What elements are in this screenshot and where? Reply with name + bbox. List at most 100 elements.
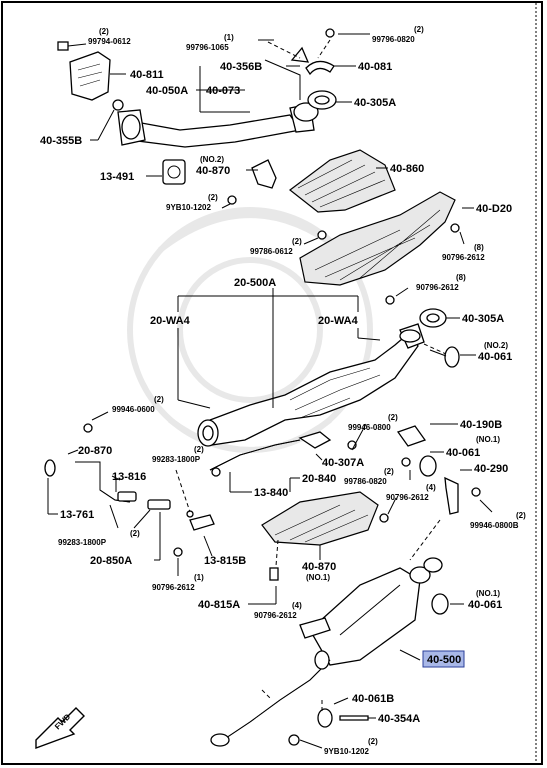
highlight-box-40-500[interactable] xyxy=(422,650,465,668)
part-label-90796-2612: 90796-2612 xyxy=(442,253,485,262)
qty-label: (1) xyxy=(194,573,204,582)
qty-label: (2) xyxy=(384,467,394,476)
qty-label: (2) xyxy=(414,25,424,34)
part-label-13-840: 13-840 xyxy=(254,487,288,499)
part-label-40-307A: 40-307A xyxy=(322,457,364,469)
qty-label: (2) xyxy=(388,413,398,422)
bracket-40-290 xyxy=(444,476,481,515)
part-label-9YB10-1202: 9YB10-1202 xyxy=(166,203,211,212)
qty-label: (2) xyxy=(130,529,140,538)
part-label-99946-0800: 99946-0800 xyxy=(348,423,391,432)
hose-13-815B xyxy=(186,510,215,531)
pipe-20-840 xyxy=(173,439,301,557)
part-label-20-870: 20-870 xyxy=(78,445,112,457)
air-pipe-20-870 xyxy=(44,423,131,503)
part-label-40-811: 40-811 xyxy=(130,69,164,81)
part-label-13-761: 13-761 xyxy=(60,509,94,521)
bracket-40-190B xyxy=(396,425,427,467)
nut-9YB10-1202-bottom xyxy=(288,734,300,746)
part-label-20-840: 20-840 xyxy=(302,473,336,485)
part-label-40-305A: 40-305A xyxy=(462,313,504,325)
part-label-40-870: 40-870 xyxy=(196,165,230,177)
part-label-40-354A: 40-354A xyxy=(378,713,420,725)
main-silencer-40-500 xyxy=(210,557,443,747)
part-label-40-061B: 40-061B xyxy=(352,693,394,705)
heat-shield-40-D20 xyxy=(299,191,460,305)
part-label-99786-0820: 99786-0820 xyxy=(344,477,387,486)
qty-label: (2) xyxy=(368,737,378,746)
part-label-40-073: 40-073 xyxy=(206,85,240,97)
part-label-40-355B: 40-355B xyxy=(40,135,82,147)
part-label-20-500A: 20-500A xyxy=(234,277,276,289)
part-label-99946-0600: 99946-0600 xyxy=(112,405,155,414)
part-label-13-815B: 13-815B xyxy=(204,555,246,567)
no2-label: (NO.2) xyxy=(200,155,224,164)
part-label-40-860: 40-860 xyxy=(390,163,424,175)
part-label-40-081: 40-081 xyxy=(358,61,392,73)
part-label-40-870: 40-870 xyxy=(302,561,336,573)
part-label-40-500: 40-500 xyxy=(427,654,461,666)
no1-label: (NO.1) xyxy=(476,589,500,598)
qty-label: (4) xyxy=(426,483,436,492)
part-label-13-491: 13-491 xyxy=(100,171,134,183)
no1-label: (NO.1) xyxy=(476,435,500,444)
part-label-90796-2612: 90796-2612 xyxy=(416,283,459,292)
qty-label: (2) xyxy=(194,445,204,454)
nut-40-355B xyxy=(112,99,124,111)
no1-label: (NO.1) xyxy=(306,573,330,582)
hanger-rubber-40-061-no2 xyxy=(429,346,460,368)
part-label-90796-2612: 90796-2612 xyxy=(254,611,297,620)
hanger-rubber-40-061-no1b xyxy=(431,593,449,615)
front-pipe-40-050A xyxy=(117,46,319,148)
part-label-20-850A: 20-850A xyxy=(90,555,132,567)
part-label-40-050A: 40-050A xyxy=(146,85,188,97)
part-label-99946-0800B: 99946-0800B xyxy=(470,521,519,530)
part-label-99283-1800P: 99283-1800P xyxy=(58,538,107,547)
hanger-rubber-40-061-no1a xyxy=(419,455,437,477)
leader-lines xyxy=(47,33,493,749)
part-label-99796-0820: 99796-0820 xyxy=(372,35,415,44)
no2-label: (NO.2) xyxy=(484,341,508,350)
bracket-40-307A xyxy=(298,431,357,450)
heat-shield-40-811 xyxy=(57,41,111,101)
part-label-40-815A: 40-815A xyxy=(198,599,240,611)
part-label-99796-1065: 99796-1065 xyxy=(186,43,229,52)
part-label-20-WA4: 20-WA4 xyxy=(318,315,359,327)
bolt-40-354A xyxy=(339,715,369,721)
hose-13-816 xyxy=(117,491,171,510)
part-label-40-061: 40-061 xyxy=(478,351,512,363)
part-label-99283-1800P: 99283-1800P xyxy=(152,455,201,464)
part-label-99786-0612: 99786-0612 xyxy=(250,247,293,256)
heat-shield-40-860 xyxy=(289,149,396,213)
part-label-40-061: 40-061 xyxy=(446,447,480,459)
qty-label: (2) xyxy=(99,27,109,36)
part-label-40-290: 40-290 xyxy=(474,463,508,475)
bracket-40-870-no2 xyxy=(227,159,277,205)
part-label-9YB10-1202: 9YB10-1202 xyxy=(324,747,369,756)
part-label-40-356B: 40-356B xyxy=(220,61,262,73)
part-label-40-061: 40-061 xyxy=(468,599,502,611)
part-label-40-305A: 40-305A xyxy=(354,97,396,109)
gasket-40-305A-top xyxy=(307,90,337,110)
heat-shield-40-870-no1 xyxy=(261,491,389,581)
hanger-40-061B xyxy=(317,708,333,728)
qty-label: (8) xyxy=(474,243,484,252)
qty-label: (8) xyxy=(456,273,466,282)
part-label-20-WA4: 20-WA4 xyxy=(150,315,191,327)
part-label-40-D20: 40-D20 xyxy=(476,203,512,215)
part-label-40-190B: 40-190B xyxy=(460,419,502,431)
qty-label: (1) xyxy=(224,33,234,42)
part-label-90796-2612: 90796-2612 xyxy=(386,493,429,502)
gasket-40-081 xyxy=(305,28,335,76)
part-label-13-816: 13-816 xyxy=(112,471,146,483)
part-labels: (2) 99794-0612 (1) 99796-1065 (2) 99796-… xyxy=(40,25,526,756)
qty-label: (2) xyxy=(208,193,218,202)
part-label-90796-2612: 90796-2612 xyxy=(152,583,195,592)
part-label-99794-0612: 99794-0612 xyxy=(88,37,131,46)
gasket-13-491 xyxy=(162,159,186,185)
qty-label: (2) xyxy=(154,395,164,404)
catalytic-converter-20-500A xyxy=(197,323,425,447)
qty-label: (4) xyxy=(292,601,302,610)
